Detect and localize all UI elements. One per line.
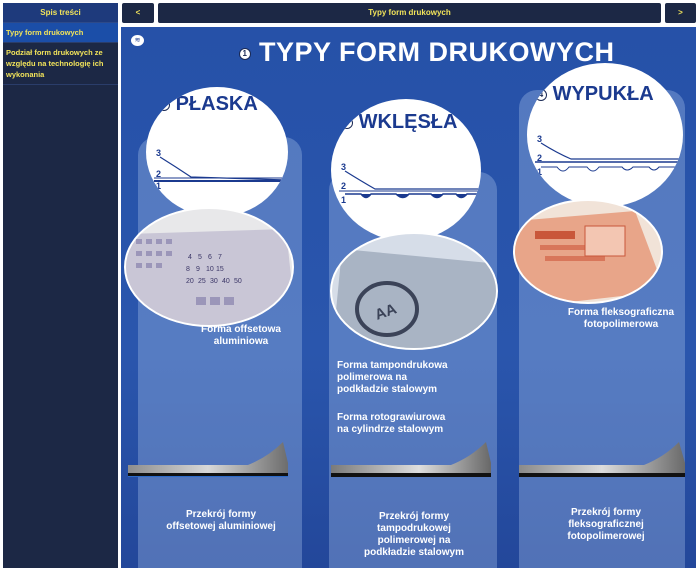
sidebar-item-podzial-form[interactable]: Podział form drukowych ze względu na tec… — [3, 43, 118, 85]
caption-line: polimerowa na — [337, 372, 408, 383]
flat-diagram: 3 2 1 — [154, 148, 287, 191]
pad-plate-photo: AA — [330, 232, 498, 350]
caption-line: polimerowej na — [377, 535, 451, 546]
pad-photo-caption: Forma tampondrukowa polimerowa na podkła… — [337, 360, 497, 396]
layer-label-3: 3 — [156, 148, 161, 158]
relief-name: WYPUKŁA — [552, 83, 654, 105]
pad-plate-image: AA — [332, 234, 496, 348]
caption-line: fotopolimerowa — [583, 319, 659, 330]
relief-diagram-circle: 4 WYPUKŁA 3 2 1 — [527, 63, 683, 207]
photo-tick-label: 15 — [216, 266, 224, 273]
layer-label-2: 2 — [537, 153, 542, 163]
gravure-diagram-circle: 3 WKLĘSŁA 3 2 1 — [331, 99, 481, 241]
gravure-name: WKLĘSŁA — [358, 111, 458, 133]
photo-tick-label: 8 — [186, 266, 190, 273]
flexo-photo-caption: Forma fleksograficzna fotopolimerowa — [551, 307, 691, 331]
flat-number: 2 — [158, 98, 170, 111]
flexo-plate-photo — [513, 199, 663, 304]
slide-panel: ≋ 1 TYPY FORM DRUKOWYCH 2 PŁASKA 3 2 1 — [121, 27, 696, 568]
relief-diagram: 3 2 1 — [535, 134, 683, 177]
flexo-cross-section — [519, 442, 685, 477]
photo-tick-label: 50 — [234, 278, 242, 285]
caption-line: podkładzie stalowym — [337, 384, 438, 395]
title-text: TYPY FORM DRUKOWYCH — [259, 37, 615, 67]
sidebar: Spis treści Typy form drukowych Podział … — [3, 3, 118, 568]
flat-diagram-circle: 2 PŁASKA 3 2 1 — [146, 87, 288, 217]
photo-tick-label: 5 — [198, 254, 202, 261]
layer-label-1: 1 — [537, 167, 542, 177]
photo-tick-label: 9 — [196, 266, 200, 273]
caption-line: Przekrój formy — [185, 509, 257, 520]
layer-label-2: 2 — [341, 181, 346, 191]
gravure-diagram: 3 2 1 — [339, 162, 481, 205]
sidebar-header: Spis treści — [3, 3, 118, 23]
pad-cross-section — [331, 442, 491, 477]
offset-plate-photo: 4 5 6 7 8 9 10 15 20 25 30 40 50 — [124, 207, 294, 327]
flat-name: PŁASKA — [175, 93, 258, 115]
offset-section-caption: Przekrój formy offsetowej aluminiowej — [151, 509, 291, 533]
relief-number: 4 — [535, 88, 547, 101]
photo-tick-label: 6 — [208, 254, 212, 261]
relief-title: 4 WYPUKŁA — [535, 83, 654, 106]
caption-line: fleksograficznej — [568, 519, 644, 530]
layer-label-1: 1 — [341, 195, 346, 205]
page-title: 1 TYPY FORM DRUKOWYCH — [239, 37, 615, 68]
photo-tick-label: 4 — [188, 254, 192, 261]
pad-section-caption: Przekrój formy tampodrukowej polimerowej… — [339, 511, 489, 559]
next-button[interactable]: > — [665, 3, 696, 23]
caption-line: offsetowej aluminiowej — [166, 521, 276, 532]
caption-line: na cylindrze stalowym — [337, 424, 444, 435]
photo-tick-label: 30 — [210, 278, 218, 285]
photo-tick-label: 10 — [206, 266, 214, 273]
photo-tick-label: 40 — [222, 278, 230, 285]
gravure-number: 3 — [341, 116, 353, 129]
layer-label-3: 3 — [341, 162, 346, 172]
layer-label-3: 3 — [537, 134, 542, 144]
title-number: 1 — [239, 47, 251, 60]
menu-icon[interactable]: ≋ — [131, 35, 144, 46]
caption-line: Forma fleksograficzna — [567, 307, 675, 318]
caption-line: Forma offsetowa — [200, 324, 281, 335]
caption-line: Forma tampondrukowa — [337, 360, 448, 371]
gravure-title: 3 WKLĘSŁA — [341, 111, 457, 134]
offset-photo-caption: Forma offsetowa aluminiowa — [181, 324, 301, 348]
caption-line: aluminiowa — [213, 336, 269, 347]
photo-tick-label: 7 — [218, 254, 222, 261]
layer-label-2: 2 — [156, 169, 161, 179]
slide-title-bar: Typy form drukowych — [158, 3, 661, 23]
photo-logo: AA — [373, 300, 399, 323]
flexo-section-caption: Przekrój formy fleksograficznej fotopoli… — [531, 507, 681, 543]
photo-tick-label: 20 — [186, 278, 194, 285]
caption-line: tampodrukowej — [377, 523, 451, 534]
offset-plate-image: 4 5 6 7 8 9 10 15 20 25 30 40 50 — [126, 209, 292, 325]
sidebar-item-typy-form[interactable]: Typy form drukowych — [3, 23, 118, 43]
offset-cross-section — [128, 442, 288, 477]
gravure-photo-caption: Forma rotograwiurowa na cylindrze stalow… — [337, 412, 497, 436]
caption-line: fotopolimerowej — [567, 531, 645, 542]
layer-label-1: 1 — [156, 181, 161, 191]
flexo-plate-image — [515, 201, 661, 302]
flat-title: 2 PŁASKA — [158, 93, 258, 116]
photo-tick-label: 25 — [198, 278, 206, 285]
caption-line: Przekrój formy — [570, 507, 642, 518]
prev-button[interactable]: < — [122, 3, 154, 23]
caption-line: Przekrój formy — [378, 511, 450, 522]
caption-line: Forma rotograwiurowa — [337, 412, 446, 423]
caption-line: podkładzie stalowym — [363, 547, 465, 558]
